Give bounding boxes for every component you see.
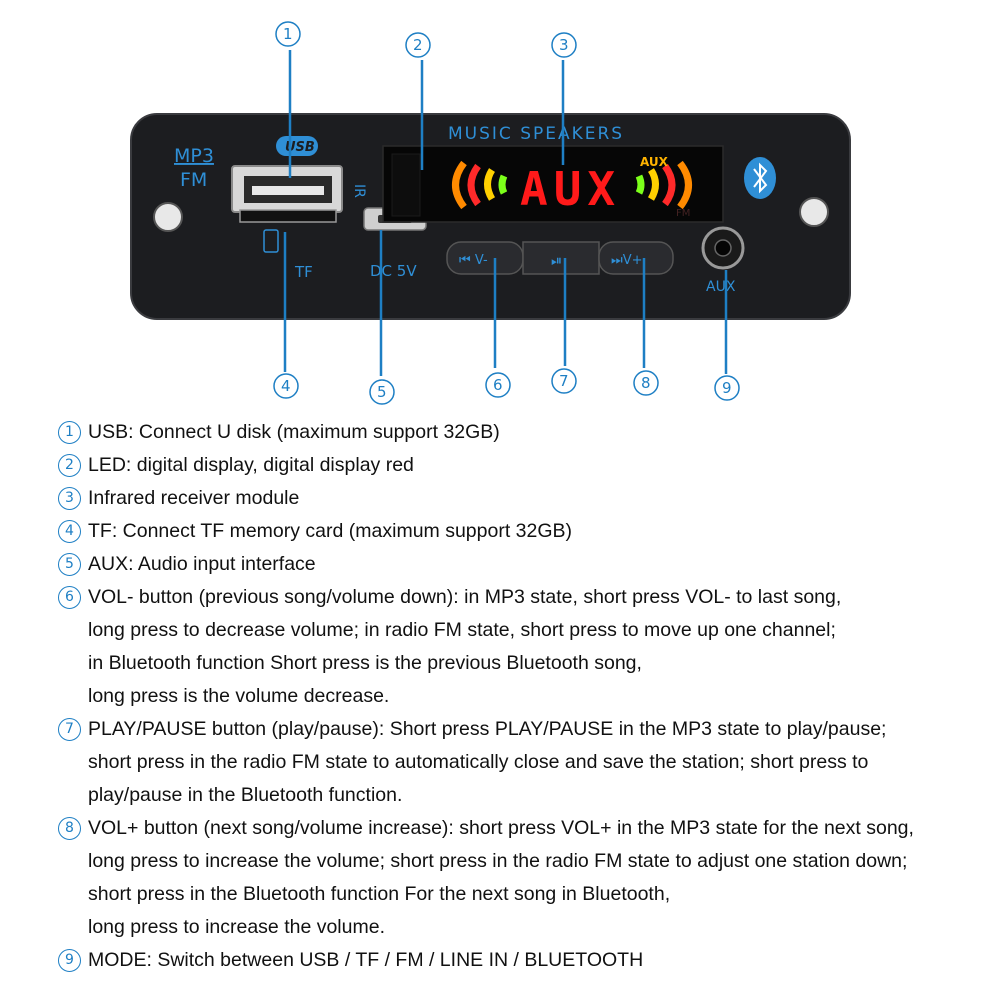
legend-line: Infrared receiver module [88, 487, 300, 509]
legend-line: play/pause in the Bluetooth function. [88, 784, 403, 806]
legend-entry: 1 USB: Connect U disk (maximum support 32… [58, 416, 988, 449]
callout-7: 7 [551, 368, 577, 394]
button-play-label: ⏯ [551, 253, 562, 269]
mount-hole-left [153, 202, 183, 232]
legend-line: PLAY/PAUSE button (play/pause): Short pr… [88, 718, 887, 740]
legend-number: 4 [58, 520, 81, 543]
callout-9: 9 [714, 375, 740, 401]
legend-line: LED: digital display, digital display re… [88, 454, 414, 476]
logo-fm: FM [180, 169, 207, 191]
legend-line: long press to decrease volume; in radio … [88, 619, 836, 641]
legend-entry: 4 TF: Connect TF memory card (maximum sup… [58, 515, 988, 548]
svg-text:3: 3 [559, 36, 569, 54]
legend-line: MODE: Switch between USB / TF / FM / LIN… [88, 949, 644, 971]
aux-jack-label: AUX [706, 279, 736, 295]
legend-line: AUX: Audio input interface [88, 553, 316, 575]
legend-entry: 6 VOL- button (previous song/volume down)… [58, 581, 988, 713]
callout-2: 2 [405, 32, 431, 58]
legend-number: 3 [58, 487, 81, 510]
callout-1: 1 [275, 21, 301, 47]
callout-5: 5 [369, 379, 395, 405]
tf-label: TF [294, 263, 313, 281]
legend-number: 6 [58, 586, 81, 609]
tf-card-icon [263, 229, 279, 253]
svg-text:1: 1 [283, 25, 293, 43]
svg-text:9: 9 [722, 379, 732, 397]
aux-indicator: AUX [640, 155, 669, 169]
callout-3: 3 [551, 32, 577, 58]
legend-entry: 8 VOL+ button (next song/volume increase)… [58, 812, 988, 944]
ir-label: IR [351, 184, 367, 198]
svg-text:2: 2 [413, 36, 423, 54]
callout-6: 6 [485, 372, 511, 398]
legend-line: USB: Connect U disk (maximum support 32G… [88, 421, 500, 443]
legend-line: VOL+ button (next song/volume increase):… [88, 817, 914, 839]
usb-badge [276, 136, 318, 156]
legend-line: long press to increase the volume; short… [88, 850, 908, 872]
legend-line: in Bluetooth function Short press is the… [88, 652, 642, 674]
legend-line: short press in the radio FM state to aut… [88, 751, 869, 773]
legend-number: 2 [58, 454, 81, 477]
legend-line: long press to increase the volume. [88, 916, 385, 938]
module-diagram: MP3 FM USB IR TF DC 5V MUSIC SPEAKERS AU… [130, 21, 851, 405]
legend-line: long press is the volume decrease. [88, 685, 390, 707]
legend-entry: 9 MODE: Switch between USB / TF / FM / LI… [58, 944, 988, 977]
legend-number: 8 [58, 817, 81, 840]
fm-indicator: FM [676, 208, 690, 219]
legend-number: 9 [58, 949, 81, 972]
legend-number: 1 [58, 421, 81, 444]
legend-entry: 7 PLAY/PAUSE button (play/pause): Short p… [58, 713, 988, 812]
usb-badge-label: USB [285, 140, 315, 155]
svg-text:4: 4 [281, 377, 291, 395]
svg-text:8: 8 [641, 374, 651, 392]
button-next[interactable] [598, 241, 674, 275]
legend-entry: 2 LED: digital display, digital display r… [58, 449, 988, 482]
legend-entry: 3 Infrared receiver module [58, 482, 988, 515]
legend-line: TF: Connect TF memory card (maximum supp… [88, 520, 573, 542]
legend-line: VOL- button (previous song/volume down):… [88, 586, 842, 608]
dc-label: DC 5V [370, 262, 417, 280]
legend-number: 5 [58, 553, 81, 576]
tf-slot [239, 209, 337, 223]
button-prev-label: ⏮ V- [459, 253, 488, 268]
display-text: AUX [520, 162, 621, 216]
svg-text:7: 7 [559, 372, 569, 390]
svg-text:6: 6 [493, 376, 503, 394]
button-next-label: ⏭V+ [611, 253, 643, 268]
legend-list: 1 USB: Connect U disk (maximum support 32… [58, 416, 988, 977]
led-display [382, 145, 724, 223]
callout-4: 4 [273, 373, 299, 399]
legend-line: short press in the Bluetooth function Fo… [88, 883, 671, 905]
ir-receiver [391, 153, 421, 217]
mount-hole-right [799, 197, 829, 227]
panel-title: MUSIC SPEAKERS [448, 124, 624, 144]
legend-number: 7 [58, 718, 81, 741]
callout-8: 8 [633, 370, 659, 396]
logo-mp3: MP3 [174, 145, 214, 167]
leader-lines [283, 50, 728, 376]
svg-text:5: 5 [377, 383, 387, 401]
legend-entry: 5 AUX: Audio input interface [58, 548, 988, 581]
button-play[interactable] [522, 241, 600, 275]
